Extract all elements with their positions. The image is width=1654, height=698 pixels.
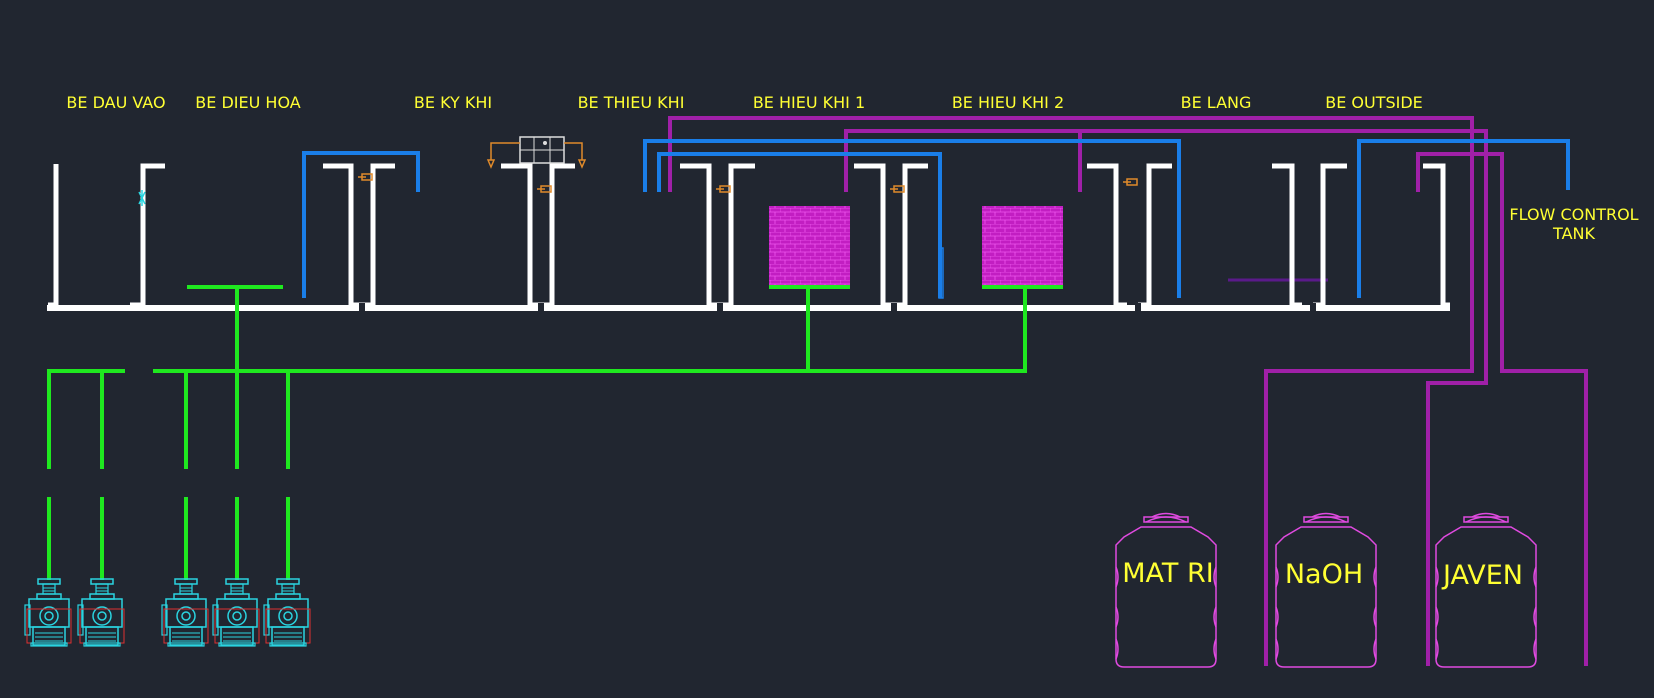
- water-pipe-2: [643, 139, 1181, 298]
- tank-label-be-hieu-khi-1: BE HIEU KHI 1: [753, 93, 865, 112]
- water-pipe-1: [302, 151, 420, 298]
- transfer-pump-icon: [1123, 178, 1138, 186]
- tank-wall-2: [130, 163, 165, 308]
- flow-control-label: FLOW CONTROL: [1509, 205, 1638, 224]
- air-pipes: [47, 285, 1063, 580]
- water-pipes: [302, 139, 1570, 298]
- chemical-tank-label-mat-ri: MAT RI: [1122, 558, 1213, 589]
- tank-label-be-ky-khi: BE KY KHI: [414, 93, 492, 112]
- chemical-tank-label-javen: JAVEN: [1441, 560, 1523, 591]
- transfer-pump-icon: [716, 185, 731, 193]
- tank-wall-4: [362, 163, 395, 308]
- level-tube: [938, 247, 944, 299]
- tank-wall-8: [720, 163, 755, 308]
- tank-walls: [47, 163, 1450, 311]
- floor-gaps: [359, 303, 1316, 313]
- chemical-tank-mat-ri[interactable]: [1115, 512, 1217, 668]
- blower-icon[interactable]: [161, 578, 209, 647]
- blower-icon[interactable]: [263, 578, 311, 647]
- flow-control-label-2: TANK: [1552, 224, 1595, 243]
- tank-wall-1: [48, 164, 59, 308]
- blower-icon[interactable]: [212, 578, 260, 647]
- water-pipe-4: [1357, 139, 1570, 298]
- tank-wall-12: [1138, 163, 1172, 308]
- mixer-icon: [486, 136, 587, 169]
- tank-label-be-thieu-khi: BE THIEU KHI: [578, 93, 685, 112]
- water-pipe-3: [657, 152, 942, 298]
- blower-icon[interactable]: [24, 578, 72, 647]
- tank-label-be-hieu-khi-2: BE HIEU KHI 2: [952, 93, 1064, 112]
- tank-wall-6: [541, 163, 575, 308]
- tank-wall-3: [323, 163, 362, 308]
- transfer-pump-icon: [358, 173, 373, 181]
- tank-label-be-dau-vao: BE DAU VAO: [66, 93, 165, 112]
- tank-wall-10: [894, 163, 928, 308]
- blower-icon[interactable]: [77, 578, 125, 647]
- transfer-pump-icon: [537, 185, 552, 193]
- bio-media-2: [982, 206, 1063, 286]
- tank-wall-11: [1087, 163, 1127, 308]
- transfer-pump-icon: [890, 185, 905, 193]
- air-header-left: [47, 369, 125, 469]
- chemical-tank-naoh[interactable]: [1275, 512, 1377, 668]
- bio-media-1: [769, 206, 850, 286]
- tank-wall-5: [501, 163, 541, 308]
- chemical-tank-label-naoh: NaOH: [1285, 559, 1363, 590]
- tank-label-be-lang: BE LANG: [1181, 93, 1252, 112]
- chemical-pipe-javen: [1416, 152, 1588, 666]
- transfer-pumps: [358, 173, 1138, 193]
- tank-wall-9: [854, 163, 894, 308]
- chemical-pipe-mat-ri: [668, 116, 1474, 666]
- level-sensor-icon: [138, 190, 146, 206]
- tank-wall-15: [1423, 163, 1450, 308]
- tank-label-be-dieu-hoa: BE DIEU HOA: [195, 93, 300, 112]
- tank-wall-7: [680, 163, 720, 308]
- tank-wall-14: [1313, 163, 1347, 308]
- tank-wall-13: [1272, 163, 1302, 308]
- tank-label-be-outside: BE OUTSIDE: [1325, 93, 1423, 112]
